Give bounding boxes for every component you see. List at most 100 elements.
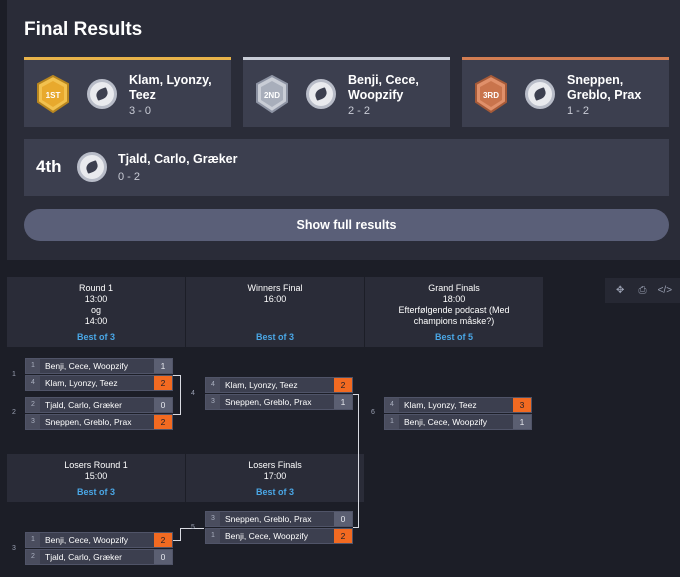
round-name: Losers Round 1 [64, 460, 128, 470]
match-number: 5 [191, 524, 195, 531]
match-1[interactable]: 1 Benji, Cece, Woopzify 1 4 Klam, Lyonzy… [25, 358, 173, 392]
match-3[interactable]: 1 Benji, Cece, Woopzify 2 2 Tjald, Carlo… [25, 532, 173, 566]
bracket-connector [180, 375, 181, 414]
round-header-losers-round-1: Losers Round 1 15:00 Best of 3 [7, 454, 185, 502]
round-time: 13:00 [84, 294, 108, 304]
team-name: Benji, Cece, Woopzify [45, 535, 128, 545]
round-time-connector: og [90, 305, 101, 315]
svg-text:3RD: 3RD [483, 91, 499, 100]
team-score: 1 [334, 395, 352, 409]
round-header-grand-finals: Grand Finals 18:00 Efterfølgende podcast… [365, 277, 543, 347]
match-slot[interactable]: 4 Klam, Lyonzy, Teez 2 [25, 375, 173, 391]
seed-number: 2 [26, 398, 40, 412]
best-of-label: Best of 3 [255, 487, 294, 497]
best-of-label: Best of 5 [434, 332, 473, 342]
seed-number: 3 [26, 415, 40, 429]
show-full-results-button[interactable]: Show full results [24, 209, 669, 241]
seed-number: 1 [206, 529, 220, 543]
seed-number: 3 [206, 395, 220, 409]
move-icon[interactable]: ✥ [615, 284, 625, 296]
team-name: Sneppen, Greblo, Prax [45, 417, 132, 427]
seed-number: 4 [206, 378, 220, 392]
seed-number: 4 [385, 398, 399, 412]
match-number: 1 [12, 371, 16, 378]
match-6[interactable]: 4 Klam, Lyonzy, Teez 3 1 Benji, Cece, Wo… [384, 397, 532, 431]
round-header-round-1: Round 1 13:00 og 14:00 Best of 3 [7, 277, 185, 347]
bracket-toolbar: ✥ ⎙ </> [605, 278, 680, 303]
match-slot[interactable]: 4 Klam, Lyonzy, Teez 2 [205, 377, 353, 393]
team-score: 0 [154, 398, 172, 412]
svg-text:2ND: 2ND [264, 91, 280, 100]
fourth-team-names: Tjald, Carlo, Græker [118, 152, 238, 166]
match-slot[interactable]: 4 Klam, Lyonzy, Teez 3 [384, 397, 532, 413]
team-score: 1 [154, 359, 172, 373]
bracket: Round 1 13:00 og 14:00 Best of 3 Winners… [0, 275, 680, 577]
best-of-label: Best of 3 [76, 332, 115, 342]
best-of-label: Best of 3 [76, 487, 115, 497]
team-score: 0 [154, 550, 172, 564]
final-results-panel: Final Results 1ST Klam, Lyonzy, Teez 3 -… [7, 0, 680, 260]
team-score: 1 [513, 415, 531, 429]
match-slot[interactable]: 1 Benji, Cece, Woopzify 1 [25, 358, 173, 374]
team-score-winner: 2 [154, 533, 172, 547]
team-score: 0 [334, 512, 352, 526]
team-name: Benji, Cece, Woopzify [225, 531, 308, 541]
round-header-winners-final: Winners Final 16:00 Best of 3 [186, 277, 364, 347]
team-name: Tjald, Carlo, Græker [45, 400, 122, 410]
bracket-connector [358, 394, 359, 527]
team-name: Benji, Cece, Woopzify [404, 417, 487, 427]
podium-card-2nd: 2ND Benji, Cece, Woopzify 2 - 2 [243, 57, 450, 127]
seed-number: 1 [385, 415, 399, 429]
round-name: Winners Final [247, 283, 303, 293]
bracket-connector [180, 528, 204, 529]
seed-number: 1 [26, 359, 40, 373]
match-slot[interactable]: 3 Sneppen, Greblo, Prax 0 [205, 511, 353, 527]
svg-text:1ST: 1ST [46, 91, 61, 100]
round-time: 16:00 [263, 294, 287, 304]
match-number: 6 [371, 409, 375, 416]
team-name: Tjald, Carlo, Græker [45, 552, 122, 562]
round-time: 17:00 [263, 471, 287, 481]
team-score-winner: 2 [154, 376, 172, 390]
team-name: Klam, Lyonzy, Teez [45, 378, 118, 388]
match-slot[interactable]: 2 Tjald, Carlo, Græker 0 [25, 397, 173, 413]
match-number: 4 [191, 390, 195, 397]
match-slot[interactable]: 3 Sneppen, Greblo, Prax 2 [25, 414, 173, 430]
round-name: Round 1 [78, 283, 114, 293]
silver-medal-icon: 2ND [256, 75, 288, 114]
team-name: Sneppen, Greblo, Prax [225, 397, 312, 407]
match-slot[interactable]: 1 Benji, Cece, Woopzify 2 [205, 528, 353, 544]
team-logo-icon [87, 79, 117, 109]
podium-card-3rd: 3RD Sneppen, Greblo, Prax 1 - 2 [462, 57, 669, 127]
seed-number: 1 [26, 533, 40, 547]
match-2[interactable]: 2 Tjald, Carlo, Græker 0 3 Sneppen, Greb… [25, 397, 173, 431]
team-name: Sneppen, Greblo, Prax [225, 514, 312, 524]
match-slot[interactable]: 1 Benji, Cece, Woopzify 2 [25, 532, 173, 548]
team-name: Klam, Lyonzy, Teez [404, 400, 477, 410]
match-slot[interactable]: 2 Tjald, Carlo, Græker 0 [25, 549, 173, 565]
team-score-winner: 3 [513, 398, 531, 412]
team-logo-icon [306, 79, 336, 109]
podium-card-1st: 1ST Klam, Lyonzy, Teez 3 - 0 [24, 57, 231, 127]
bracket-connector [353, 394, 359, 395]
round-note: Efterfølgende podcast (Med champions mås… [398, 305, 510, 326]
match-5[interactable]: 3 Sneppen, Greblo, Prax 0 1 Benji, Cece,… [205, 511, 353, 545]
bracket-connector [173, 375, 181, 376]
print-icon[interactable]: ⎙ [638, 284, 647, 296]
team-name: Klam, Lyonzy, Teez [225, 380, 298, 390]
bracket-connector [173, 540, 181, 541]
team-score-winner: 2 [154, 415, 172, 429]
match-slot[interactable]: 1 Benji, Cece, Woopzify 1 [384, 414, 532, 430]
team-score-winner: 2 [334, 529, 352, 543]
match-4[interactable]: 4 Klam, Lyonzy, Teez 2 3 Sneppen, Greblo… [205, 377, 353, 411]
best-of-label: Best of 3 [255, 332, 294, 342]
code-icon[interactable]: </> [657, 284, 673, 296]
match-slot[interactable]: 3 Sneppen, Greblo, Prax 1 [205, 394, 353, 410]
round-time: 14:00 [84, 316, 108, 326]
bracket-connector [173, 414, 181, 415]
final-results-title: Final Results [24, 19, 143, 40]
bracket-connector [180, 528, 181, 541]
match-number: 3 [12, 545, 16, 552]
seed-number: 4 [26, 376, 40, 390]
bracket-connector [353, 527, 359, 528]
